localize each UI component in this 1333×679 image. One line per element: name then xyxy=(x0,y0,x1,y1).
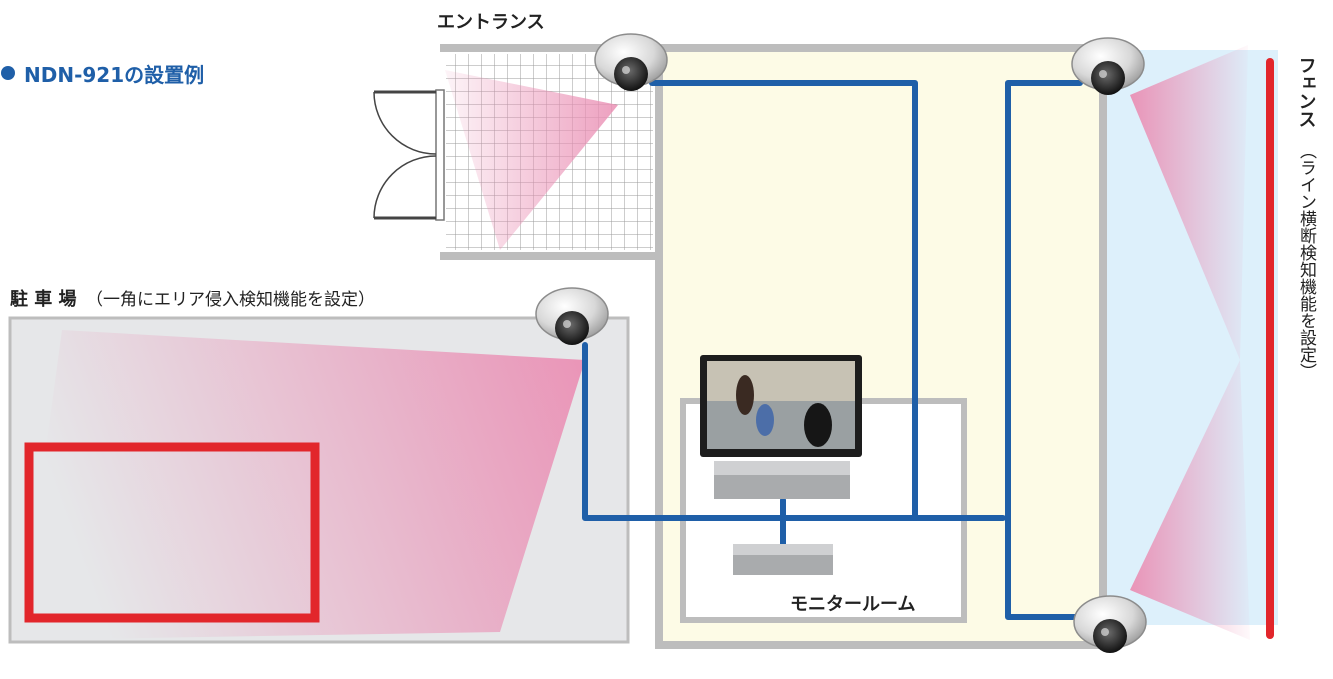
parking-coverage xyxy=(20,330,585,640)
door-frame xyxy=(435,89,445,221)
camera-lens-highlight-icon xyxy=(1101,628,1109,636)
camera-lens-icon xyxy=(1091,61,1125,95)
entrance-coverage xyxy=(445,70,618,250)
recorder-top xyxy=(714,461,850,475)
intrusion-detection-area xyxy=(24,442,320,623)
camera-lens-icon xyxy=(555,311,589,345)
parking-note: （一角にエリア侵入検知機能を設定） xyxy=(86,290,375,310)
parking-label: 駐 車 場 xyxy=(10,288,77,310)
fence-coverage-top xyxy=(1130,45,1248,360)
cable-entrance xyxy=(649,80,918,521)
monitor-display-upper xyxy=(707,361,855,401)
entrance-label: エントランス xyxy=(437,12,545,33)
door-swing-bottom xyxy=(373,155,437,219)
camera-lens-highlight-icon xyxy=(563,320,571,328)
page-title: NDN-921の設置例 xyxy=(24,63,204,87)
switch-top xyxy=(733,544,833,555)
camera-lens-icon xyxy=(614,57,648,91)
fence-label: フェンス xyxy=(1296,56,1317,128)
monitor-person-2 xyxy=(804,403,832,447)
cable-fence xyxy=(1005,80,1088,620)
camera-parking xyxy=(535,287,609,345)
door-swing-top xyxy=(373,91,437,155)
camera-fence-top xyxy=(1071,37,1145,95)
camera-lens-highlight-icon xyxy=(1099,70,1107,78)
monitor-person-1 xyxy=(736,375,754,415)
cable-parking xyxy=(582,342,1006,521)
parking-lot xyxy=(8,316,630,644)
monitor-stroller xyxy=(756,404,774,436)
camera-entrance xyxy=(594,33,668,91)
fence-zone xyxy=(1103,45,1278,640)
monitor-room-label: モニタールーム xyxy=(790,594,915,615)
entrance-zone xyxy=(373,44,663,260)
camera-lens-icon xyxy=(1093,619,1127,653)
camera-fence-bottom xyxy=(1073,595,1147,653)
monitor-device xyxy=(700,355,862,575)
network-cables xyxy=(582,80,1088,620)
fence-note: （ライン横断検知機能を設定） xyxy=(1296,142,1317,380)
bullet-icon xyxy=(1,66,15,80)
title-group: NDN-921の設置例 xyxy=(1,63,204,87)
fence-coverage-bottom xyxy=(1130,360,1250,640)
entrance-walls xyxy=(440,44,663,260)
camera-lens-highlight-icon xyxy=(622,66,630,74)
